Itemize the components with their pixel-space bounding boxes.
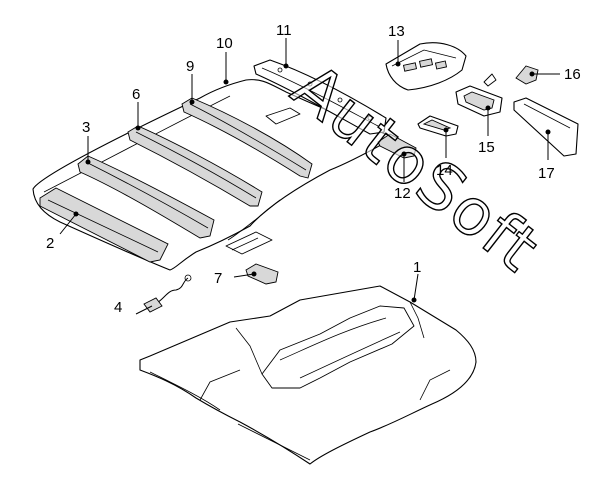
- callout-2: 2: [46, 235, 54, 252]
- callout-leaders: [59, 38, 560, 315]
- interior-lamp-part: [455, 73, 503, 117]
- sun-visor-part: [513, 97, 579, 157]
- callout-4: 4: [114, 299, 122, 316]
- rear-roof-rail-part: [253, 59, 387, 135]
- callout-labels: 1 2 3 4 6 7 9 10 11 12 13 14 15 16 17: [46, 22, 581, 316]
- callout-7: 7: [214, 270, 222, 287]
- callout-12: 12: [394, 185, 411, 202]
- callout-14: 14: [436, 162, 453, 179]
- bracket-12-part: [377, 133, 417, 159]
- roof-bow-6-part: [127, 125, 263, 207]
- overhead-console-part: [385, 42, 467, 91]
- front-trim-strip-part: [39, 187, 169, 263]
- roof-bow-3-part: [77, 155, 215, 239]
- clip-7-part: [245, 263, 279, 285]
- callout-10: 10: [216, 35, 233, 52]
- wire-connector-part: [143, 274, 192, 313]
- roof-bow-9-part: [181, 97, 313, 179]
- callout-3: 3: [82, 119, 90, 136]
- callout-13: 13: [388, 23, 405, 40]
- callout-6: 6: [132, 86, 140, 103]
- callout-16: 16: [564, 66, 581, 83]
- callout-1: 1: [413, 259, 421, 276]
- clip-16-part: [515, 65, 539, 85]
- callout-9: 9: [186, 58, 194, 75]
- callout-17: 17: [538, 165, 555, 182]
- floor-carpet-part: [139, 285, 477, 465]
- callout-15: 15: [478, 139, 495, 156]
- callout-11: 11: [276, 22, 292, 39]
